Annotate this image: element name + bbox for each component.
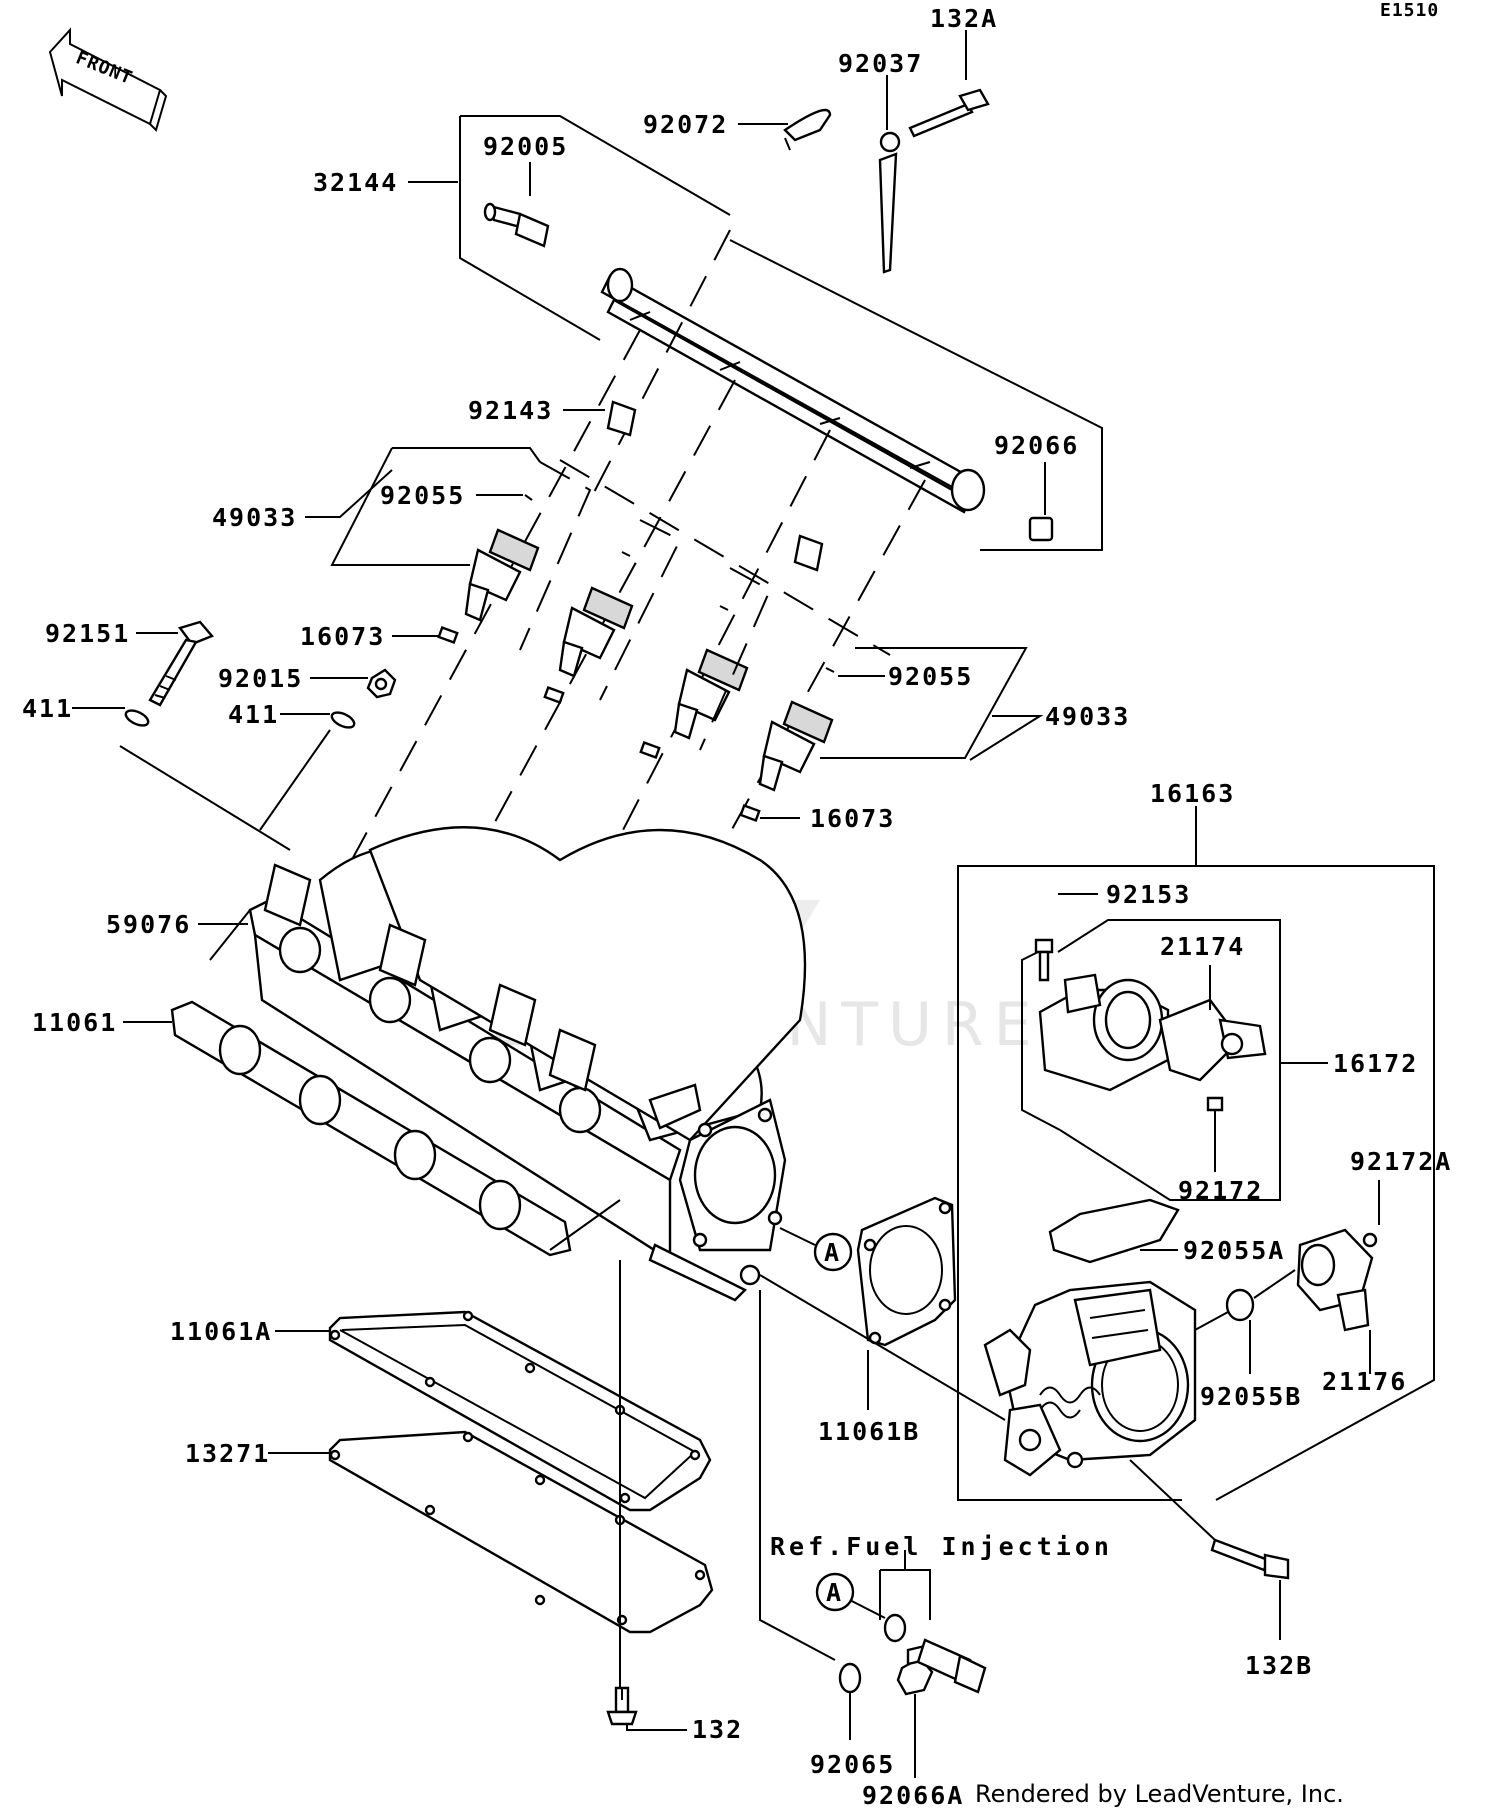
label-92143: 92143	[468, 396, 553, 425]
label-21174: 21174	[1160, 932, 1245, 961]
bolt-132	[606, 1686, 638, 1726]
label-16172: 16172	[1333, 1049, 1418, 1078]
label-92066: 92066	[994, 431, 1079, 460]
callout-a-upper-text: A	[824, 1238, 841, 1267]
label-11061A: 11061A	[170, 1317, 272, 1346]
label-11061B: 11061B	[818, 1417, 920, 1446]
label-411-left: 411	[22, 694, 73, 723]
front-label: FRONT	[73, 47, 136, 89]
label-49033-right: 49033	[1045, 702, 1130, 731]
cushions	[606, 400, 824, 572]
part-labels: 132A 92037 92072 92005 32144 92143 92066…	[22, 4, 1452, 1809]
label-92172: 92172	[1178, 1176, 1263, 1205]
intake-manifold	[248, 826, 807, 1302]
label-59076: 59076	[106, 910, 191, 939]
label-92005: 92005	[483, 132, 568, 161]
label-92066A: 92066A	[862, 1781, 964, 1809]
injectors	[330, 447, 1028, 822]
label-92037: 92037	[838, 49, 923, 78]
label-49033-left: 49033	[212, 503, 297, 532]
fuel-injection-ref	[839, 1550, 987, 1694]
fasteners-left	[119, 620, 397, 851]
lower-gaskets	[328, 1260, 836, 1700]
label-21176: 21176	[1322, 1367, 1407, 1396]
label-132: 132	[692, 1715, 743, 1744]
label-11061: 11061	[32, 1008, 117, 1037]
callout-a-lower: A	[815, 1572, 855, 1612]
label-132B: 132B	[1245, 1651, 1313, 1680]
diagram-code: E1510	[1380, 0, 1439, 21]
label-92151: 92151	[45, 619, 130, 648]
front-arrow-icon: FRONT	[48, 27, 168, 132]
credit-text: Rendered by LeadVenture, Inc.	[975, 1780, 1344, 1808]
label-92065: 92065	[810, 1750, 895, 1779]
drain-parts	[838, 1644, 934, 1696]
label-92055A: 92055A	[1183, 1236, 1285, 1265]
gasket-11061b	[759, 1196, 1006, 1421]
label-16073-left: 16073	[300, 622, 385, 651]
label-16163: 16163	[1150, 779, 1235, 808]
label-411-right: 411	[228, 700, 279, 729]
throttle-body-assembly	[957, 836, 1435, 1580]
label-132A: 132A	[930, 4, 998, 33]
label-92055B: 92055B	[1200, 1382, 1302, 1411]
label-92153: 92153	[1106, 880, 1191, 909]
callout-a-upper: A	[779, 1227, 853, 1272]
label-92055-right: 92055	[888, 662, 973, 691]
label-92072: 92072	[643, 110, 728, 139]
label-16073-right: 16073	[810, 804, 895, 833]
label-32144: 32144	[313, 168, 398, 197]
label-92015: 92015	[218, 664, 303, 693]
leader-lines	[72, 30, 1380, 1778]
gasket-11061	[170, 909, 621, 1257]
label-92055-left: 92055	[380, 481, 465, 510]
label-92172A: 92172A	[1350, 1147, 1452, 1176]
label-13271: 13271	[185, 1439, 270, 1468]
callout-a-lower-text: A	[826, 1578, 843, 1607]
reference-note: Ref.Fuel Injection	[770, 1532, 1113, 1561]
